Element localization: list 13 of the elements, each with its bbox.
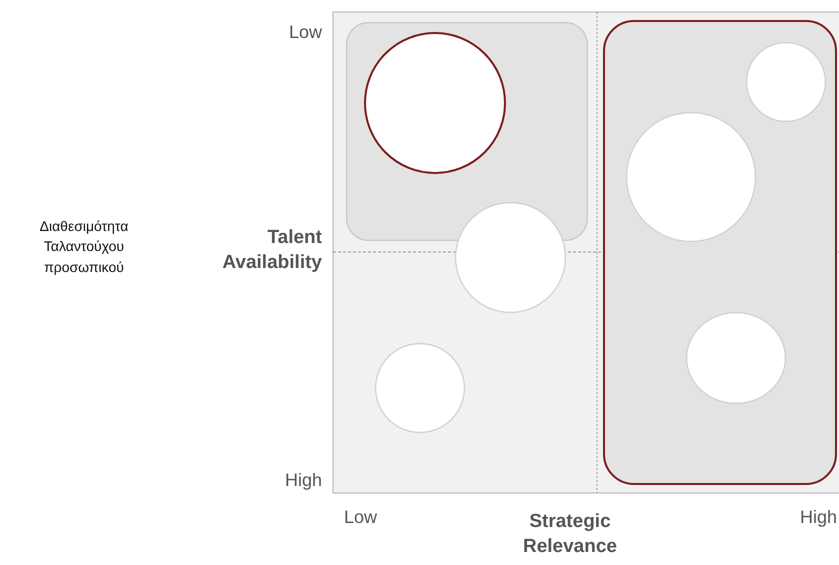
bubble [364,32,506,174]
bubble [686,312,786,404]
axis-title: Talent Availability [221,226,322,275]
bubble [746,42,826,122]
axis-title: Διαθεσιμότητα Ταλαντούχου προσωπικού [38,217,130,277]
bubble [455,202,566,313]
axis-tick-label: Low [344,507,378,529]
axis-tick-label: High [798,507,837,529]
axis-tick-label: High [284,470,322,492]
bubble [375,343,465,433]
axis-tick-label: Low [288,22,322,44]
bubble [626,112,756,242]
axis-title: Strategic Relevance [522,510,618,559]
